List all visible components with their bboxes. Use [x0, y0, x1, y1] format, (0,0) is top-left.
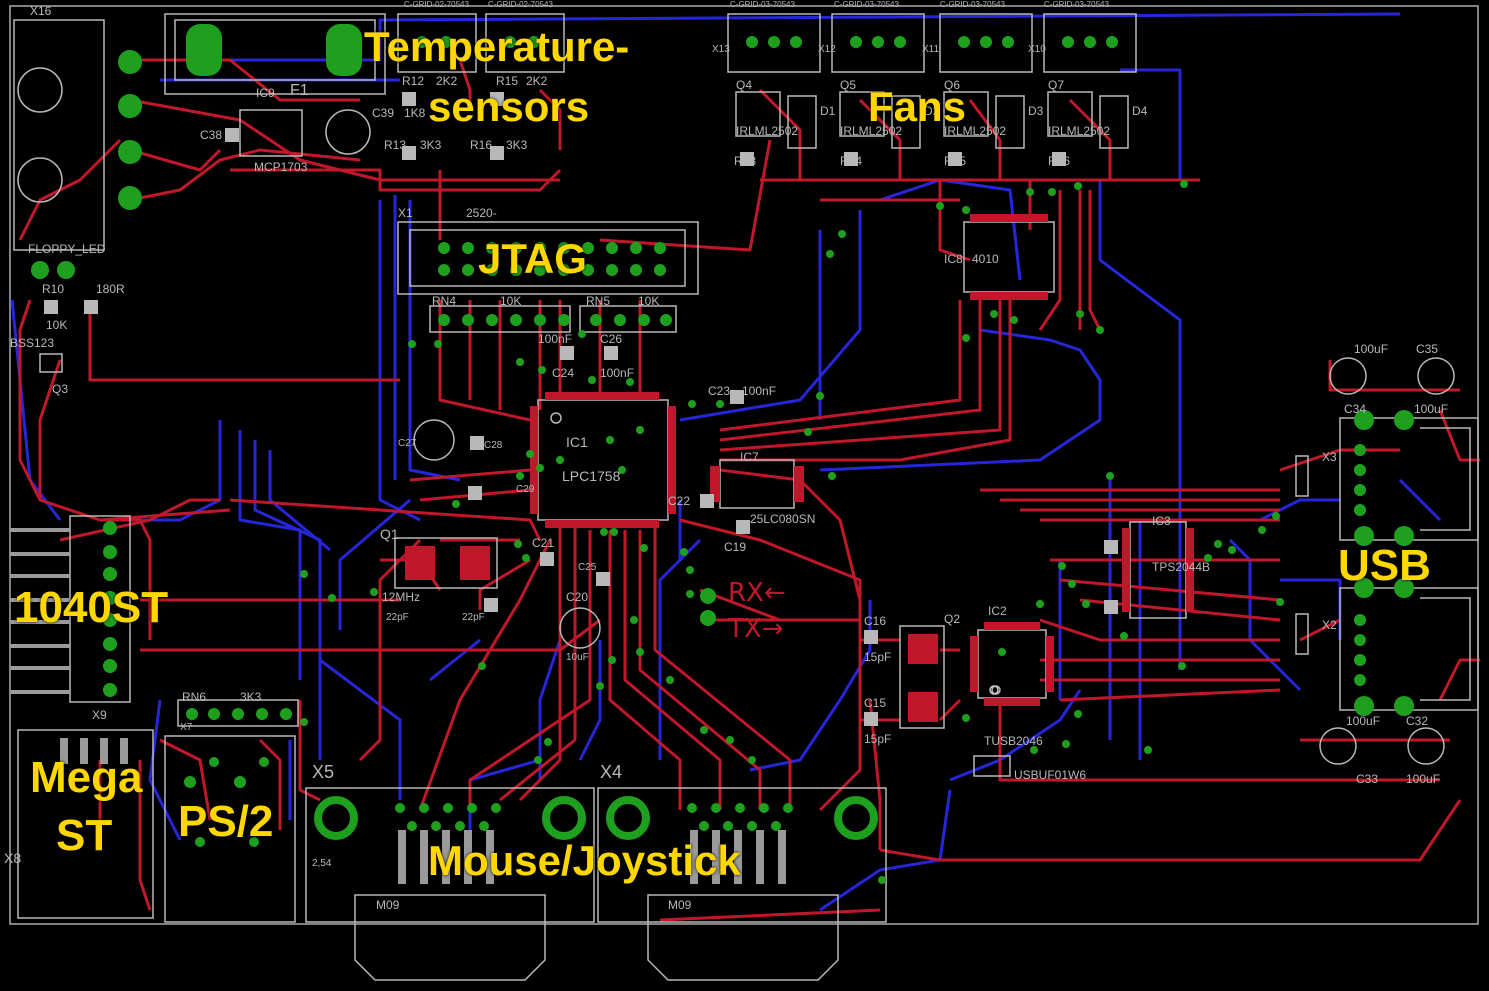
vias [300, 180, 1284, 884]
usb-label: USB [1338, 541, 1431, 590]
tx-signal-label: TX→ [728, 614, 784, 644]
mounting-holes [314, 796, 878, 840]
sensors-label: sensors [428, 83, 590, 130]
ic-pins [405, 214, 1194, 722]
mouse-joystick-label: Mouse/Joystick [428, 837, 741, 884]
mega-st-label: ST [56, 811, 113, 860]
temperature-label: Temperature- [364, 23, 630, 70]
mega-label: Mega [30, 753, 143, 802]
electrolytic-caps [325, 109, 1455, 765]
header-pins [184, 36, 1118, 847]
smd-pads [44, 92, 1118, 726]
db9-fingers [10, 528, 786, 884]
jtag-label: JTAG [478, 235, 587, 282]
bottom-layer-traces [10, 12, 1442, 912]
silkscreen-outlines [13, 13, 1479, 981]
rx-signal-label: RX← [728, 578, 786, 608]
st1040-label: 1040ST [14, 583, 169, 632]
fiducial-marker [989, 685, 999, 695]
ps2-label: PS/2 [178, 797, 274, 846]
through-hole-pads [31, 24, 1414, 716]
fans-label: Fans [868, 83, 967, 130]
